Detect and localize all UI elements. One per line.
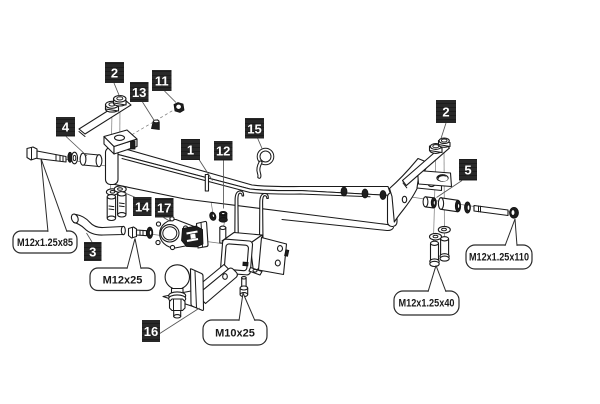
part-number-labels: 1 2 2 3 4 5 11 12 — [56, 62, 477, 342]
part-label-text: 14 — [135, 200, 150, 215]
bolt-m10x25 — [239, 276, 249, 298]
callout-text: M12x25 — [103, 275, 143, 287]
part-label-11: 11 — [152, 70, 172, 91]
part-label-5: 5 — [459, 159, 477, 181]
callout-text: M10x25 — [215, 328, 255, 340]
beam-chamfer-line — [121, 158, 371, 198]
long-bolt-85 — [26, 146, 67, 163]
part-label-2-right: 2 — [436, 100, 456, 123]
part-label-12: 12 — [214, 141, 233, 161]
callout-m12x1.25x85: M12x1.25x85 — [12, 158, 78, 254]
part-label-text: 17 — [157, 201, 171, 216]
part-label-text: 5 — [464, 163, 471, 178]
side-plate — [257, 236, 288, 276]
part-label-text: 16 — [144, 324, 158, 339]
flange-plate-17 — [155, 216, 209, 251]
hanger-strap — [258, 192, 269, 244]
callout-m10x25: M10x25 — [202, 292, 268, 346]
backing-plate-left — [78, 94, 132, 137]
beam-top-clip — [361, 188, 369, 199]
hanger-strap — [234, 190, 245, 242]
flange-nut-11 — [173, 102, 185, 113]
stud-bolt — [106, 194, 117, 222]
beam-top-clip — [379, 190, 387, 200]
part-label-2-left: 2 — [105, 62, 124, 83]
part-label-text: 2 — [442, 105, 449, 120]
beam-top-clip — [340, 186, 348, 197]
flange-nut — [218, 210, 228, 223]
nut-washer-12 — [204, 173, 228, 223]
callout-m12x1.25x40: M12x1.25x40 — [393, 265, 460, 316]
callout-m12x25: M12x25 — [89, 238, 156, 292]
beam-ear-bracket — [103, 129, 138, 155]
part-label-text: 12 — [216, 144, 230, 159]
long-bolt-110 — [473, 204, 519, 219]
stud-bolt — [429, 240, 440, 268]
fastener-callouts: M12x1.25x85 M12x25 M10x25 M12x1.25x40 — [12, 158, 533, 346]
part-label-text: 3 — [89, 245, 96, 260]
bolt-m12x25 — [127, 226, 154, 239]
right-bolt-kit — [422, 196, 519, 219]
bottom-tab — [248, 266, 263, 276]
part-label-13: 13 — [130, 82, 149, 102]
upright-plate — [189, 268, 205, 312]
stud-bolt — [117, 191, 127, 218]
part-label-text: 15 — [247, 122, 261, 137]
part-label-1: 1 — [181, 139, 200, 160]
part-label-15: 15 — [245, 118, 264, 139]
part-label-3: 3 — [84, 242, 102, 261]
receiver-opening — [223, 243, 249, 272]
receiver-assembly — [219, 190, 290, 298]
bushing — [422, 196, 437, 209]
part-label-4: 4 — [56, 117, 75, 137]
part-label-14: 14 — [133, 197, 152, 216]
part-label-text: 1 — [187, 143, 194, 158]
arm-small-hole — [401, 195, 408, 204]
beam-bottom-back-line — [281, 219, 394, 232]
part-label-text: 11 — [155, 74, 169, 89]
part-label-17: 17 — [155, 198, 174, 218]
callout-m12x1.25x110: M12x1.25x110 — [465, 218, 533, 270]
leader-lines — [65, 82, 463, 335]
stud-bolt — [439, 236, 450, 262]
washer-pair — [67, 151, 79, 165]
bent-tube-3 — [70, 213, 126, 236]
r-pin-15 — [256, 147, 275, 179]
bolt-head-top — [113, 94, 127, 103]
spacer-bushing-4 — [79, 152, 103, 168]
cone-collar-13 — [151, 119, 160, 130]
ball-mount-16 — [162, 263, 238, 319]
right-washers-studs — [428, 225, 451, 268]
part-label-text: 4 — [62, 120, 70, 135]
callout-text: M12x1.25x85 — [17, 237, 73, 249]
callout-text: M12x1.25x110 — [469, 252, 529, 264]
part-label-16: 16 — [142, 320, 160, 342]
left-washers-studs — [105, 185, 127, 222]
tow-ball — [164, 264, 191, 319]
backing-plate-right — [401, 137, 451, 189]
spacer-sleeve — [437, 197, 462, 213]
part-label-text: 2 — [111, 66, 118, 81]
callout-text: M12x1.25x40 — [399, 298, 455, 310]
crossbar-beam — [104, 146, 398, 232]
left-bolt-assembly — [26, 146, 103, 168]
spring-washer — [464, 201, 471, 214]
part-label-text: 13 — [132, 85, 146, 100]
